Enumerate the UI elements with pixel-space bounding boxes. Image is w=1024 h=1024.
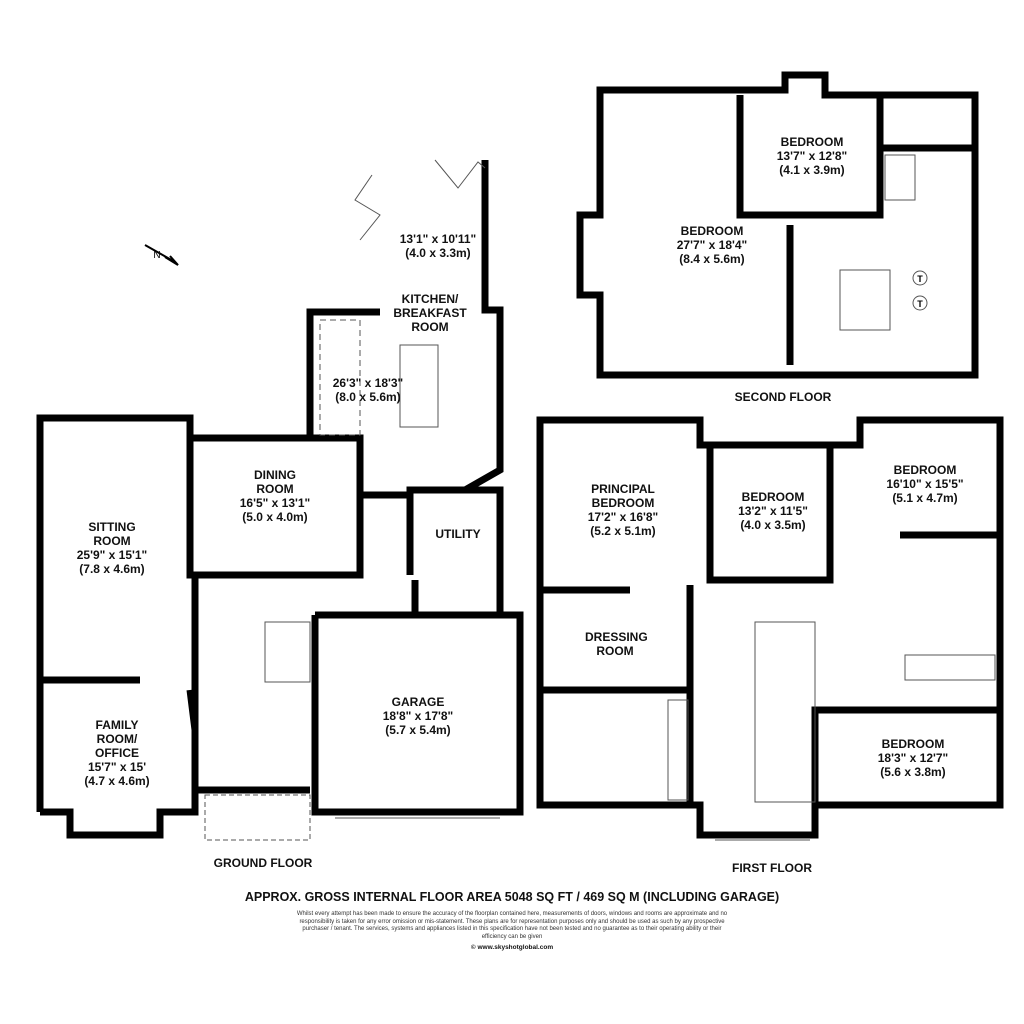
utility-walls [410,486,504,619]
kitchen-dimensions: 26'3" x 18'3"(8.0 x 5.6m) [332,376,404,404]
room-kitchen: KITCHEN/ BREAKFAST ROOM [393,292,467,334]
room-dressing-room: DRESSING ROOM [585,630,648,658]
stairs-second [839,269,891,331]
compass-icon [144,244,179,266]
second-floor-inner-1 [736,95,884,219]
second-floor-title: SECOND FLOOR [734,390,832,404]
porch [204,794,311,841]
second-floor-walls [576,71,979,379]
stairs-ground [264,621,311,683]
bath-first-2 [667,699,689,801]
tank-icon-2 [912,295,928,311]
bath-first-1 [904,654,996,681]
tank-label-1: T [917,274,923,284]
first-floor-title: FIRST FLOOR [732,861,812,875]
kitchen-island [399,344,439,428]
disclaimer: Whilst every attempt has been made to en… [296,911,728,940]
ground-floor-title: GROUND FLOOR [213,856,313,870]
room-utility: UTILITY [435,527,481,541]
hall-walls [191,575,310,794]
stairs-first [754,621,816,803]
bifold-door-icon [354,159,486,241]
kitchen-right-wall [406,160,504,575]
kitchen-extension-dimensions: 13'1" x 10'11"(4.0 x 3.3m) [399,232,477,260]
tank-icon-1 [912,270,928,286]
first-floor-inner-1 [706,445,834,584]
copyright: © www.skyshotglobal.com [470,944,554,951]
roof-lantern [319,319,361,436]
kitchen-walls [306,308,380,438]
shower-second [884,154,916,201]
tank-label-2: T [917,299,923,309]
compass-label: N [153,250,160,261]
garage-walls [311,611,524,816]
area-summary: APPROX. GROSS INTERNAL FLOOR AREA 5048 S… [244,890,780,904]
first-floor-walls [536,416,1004,839]
